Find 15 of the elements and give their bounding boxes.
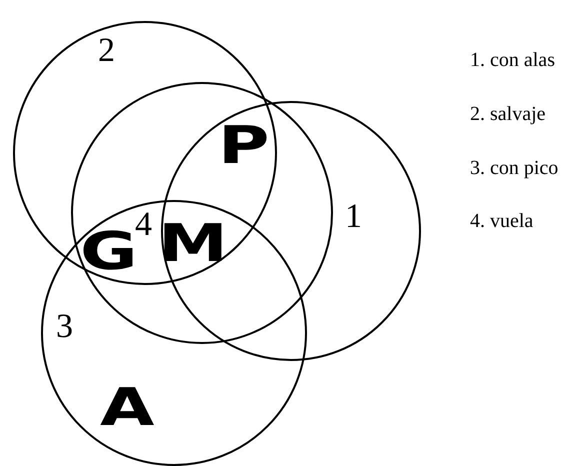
circle-number: 4 <box>135 208 152 242</box>
venn-circle <box>71 82 333 344</box>
venn-circle <box>161 101 421 361</box>
circle-number: 2 <box>98 34 115 68</box>
region-letter: A <box>100 382 154 434</box>
legend-item: 4. vuela <box>470 211 534 231</box>
circle-number: 3 <box>56 310 73 344</box>
region-letter: P <box>218 120 270 172</box>
circle-number: 1 <box>345 200 362 234</box>
legend-item: 2. salvaje <box>470 104 546 124</box>
region-letter: M <box>158 218 228 270</box>
legend-item: 3. con pico <box>470 158 558 178</box>
venn-circle <box>13 21 277 285</box>
venn-circle <box>41 200 307 466</box>
legend-item: 1. con alas <box>470 50 555 70</box>
